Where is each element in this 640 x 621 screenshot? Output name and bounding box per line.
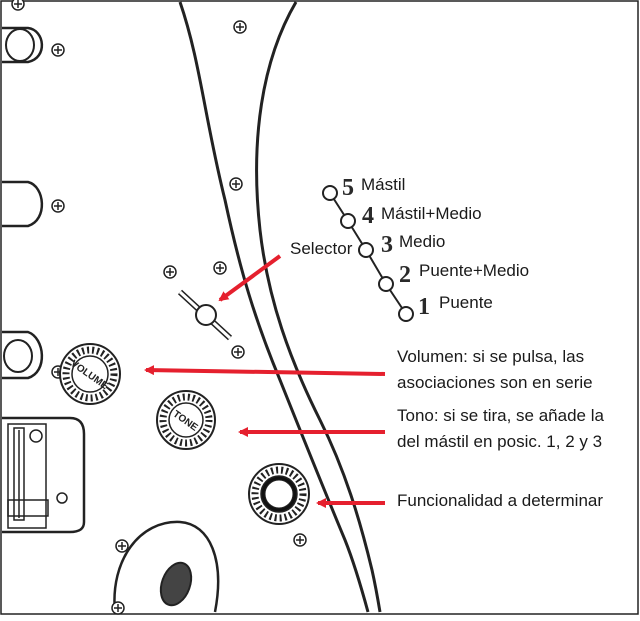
screw-icon	[231, 345, 245, 359]
selector-position-number: 2	[399, 262, 411, 288]
selector-position-node	[340, 213, 356, 229]
third-annotation: Funcionalidad a determinar	[397, 491, 603, 510]
pickup-top	[2, 26, 44, 64]
screw-icon	[233, 20, 247, 34]
selector-position-label: Mástil	[361, 175, 405, 194]
screw-icon	[115, 539, 129, 553]
selector-position-number: 1	[418, 294, 430, 320]
screw-icon	[163, 265, 177, 279]
selector-position-number: 3	[381, 232, 393, 258]
selector-position-number: 5	[342, 175, 354, 201]
selector-arrow	[218, 254, 282, 302]
selector-position-label: Puente+Medio	[419, 261, 529, 280]
selector-position-node	[398, 306, 414, 322]
selector-positions-chain: 5 Mástil 4 Mástil+Medio 3 Medio 2 Puente+Medio 1…	[322, 175, 529, 322]
selector-position-label: Puente	[439, 293, 493, 312]
selector-position-node	[322, 185, 338, 201]
screw-icon	[111, 601, 125, 615]
screw-icon	[51, 199, 65, 213]
tone-annotation-line2: del mástil en posic. 1, 2 y 3	[397, 432, 602, 451]
third-knob	[248, 463, 310, 525]
pickguard-edge	[178, 1, 370, 613]
selector-position-node	[358, 242, 374, 258]
selector-position-node	[378, 276, 394, 292]
output-jack	[113, 520, 220, 613]
selector-label: Selector	[290, 239, 353, 258]
selector-position-label: Medio	[399, 232, 445, 251]
volume-arrow	[144, 365, 386, 376]
tone-annotation-line1: Tono: si se tira, se añade la	[397, 406, 605, 425]
selector-switch	[177, 289, 233, 341]
tone-knob: TONE	[156, 390, 216, 450]
selector-position-label: Mástil+Medio	[381, 204, 482, 223]
screw-icon	[293, 533, 307, 547]
volume-annotation-line2: asociaciones son en serie	[397, 373, 593, 392]
screw-icon	[11, 0, 25, 11]
screw-icon	[213, 261, 227, 275]
pickup-bottom	[2, 330, 44, 380]
screws	[11, 0, 307, 615]
selector-position-number: 4	[362, 203, 374, 229]
pickup-middle	[2, 180, 44, 228]
screw-icon	[51, 43, 65, 57]
volume-knob: VOLUME	[59, 343, 121, 405]
bridge-assembly	[2, 416, 86, 534]
screw-icon	[229, 177, 243, 191]
volume-annotation-line1: Volumen: si se pulsa, las	[397, 347, 584, 366]
